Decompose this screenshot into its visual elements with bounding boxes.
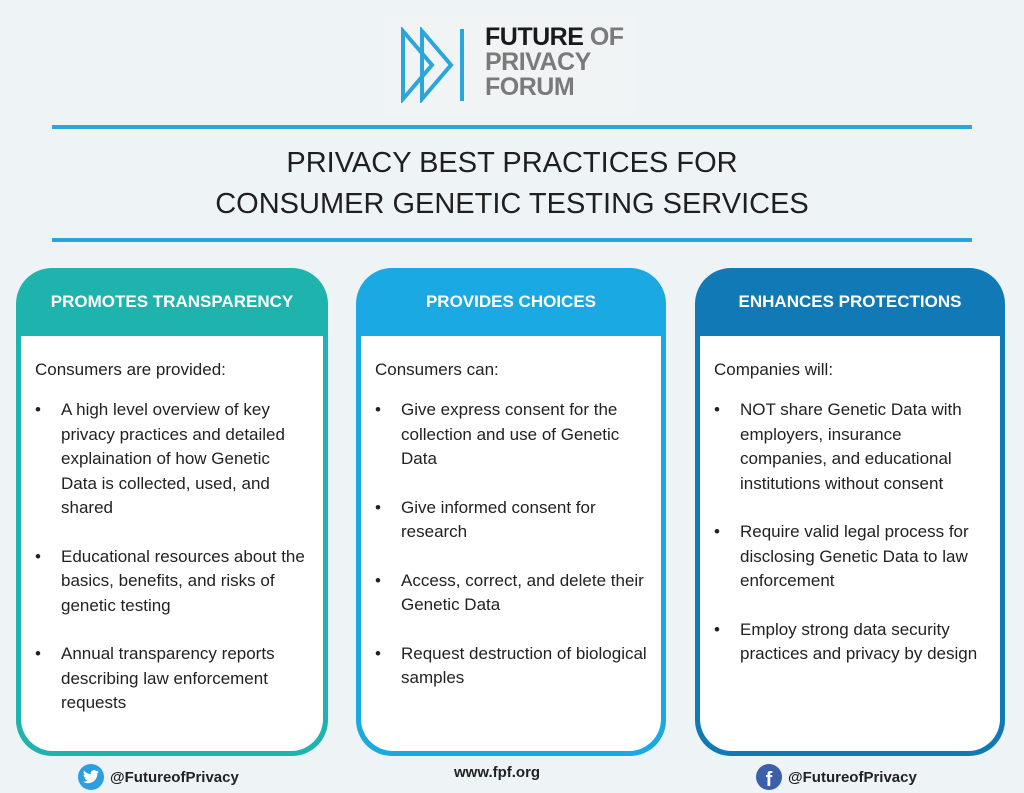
list-item: •Require valid legal process for disclos… xyxy=(714,522,969,590)
card-heading: PROVIDES CHOICES xyxy=(425,292,597,311)
card-intro: Consumers can: xyxy=(375,360,499,379)
card-provides-choices: PROVIDES CHOICES Consumers can: •Give ex… xyxy=(356,268,666,756)
twitter-handle[interactable]: @FutureofPrivacy xyxy=(78,764,239,790)
card-intro: Consumers are provided: xyxy=(35,360,226,379)
list-item: •Access, correct, and delete their Genet… xyxy=(375,570,644,615)
divider-bottom xyxy=(52,238,972,242)
list-item: •Educational resources about the basics,… xyxy=(35,546,305,615)
list-item: •Give express consent for the collection… xyxy=(375,400,620,468)
card-enhances-protections: ENHANCES PROTECTIONS Companies will: •NO… xyxy=(695,268,1005,756)
card-promotes-transparency: PROMOTES TRANSPARENCY Consumers are prov… xyxy=(16,268,328,756)
list-item: •NOT share Genetic Data with employers, … xyxy=(714,400,962,493)
list-item: •Employ strong data security practices a… xyxy=(714,619,978,664)
list-item: •Request destruction of biological sampl… xyxy=(375,643,647,688)
divider-top xyxy=(52,125,972,129)
card-heading: ENHANCES PROTECTIONS xyxy=(738,292,962,311)
list-item: •Annual transparency reports describing … xyxy=(35,644,275,712)
fpf-logo: FUTURE OF PRIVACY FORUM xyxy=(385,15,635,115)
logo-wordmark: FUTURE OF PRIVACY FORUM xyxy=(485,23,624,101)
facebook-icon: f xyxy=(756,764,782,791)
website-link[interactable]: www.fpf.org xyxy=(454,764,541,781)
facebook-handle[interactable]: f @FutureofPrivacy xyxy=(756,764,917,791)
card-intro: Companies will: xyxy=(714,360,834,379)
fast-forward-icon xyxy=(401,27,464,103)
card-heading: PROMOTES TRANSPARENCY xyxy=(50,292,294,311)
list-item: •A high level overview of key privacy pr… xyxy=(35,400,285,517)
page-title: PRIVACY BEST PRACTICES FOR CONSUMER GENE… xyxy=(215,147,809,220)
list-item: •Give informed consent for research xyxy=(375,497,596,542)
twitter-icon xyxy=(78,764,104,790)
